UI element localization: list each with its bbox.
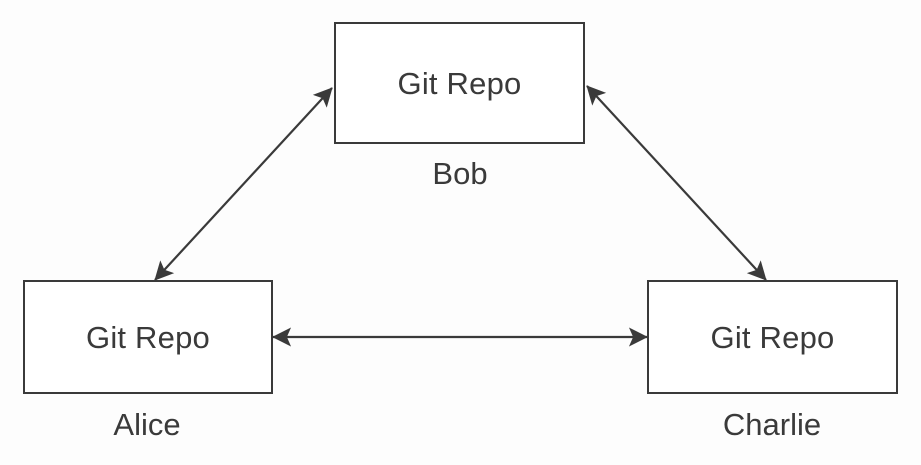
node-charlie[interactable]: Git Repo xyxy=(647,280,898,394)
node-bob-label: Git Repo xyxy=(397,65,522,101)
node-alice-caption: Alice xyxy=(113,407,181,442)
node-bob[interactable]: Git Repo xyxy=(334,22,585,144)
edge-bob-charlie xyxy=(586,85,767,281)
node-charlie-label: Git Repo xyxy=(710,319,835,355)
node-charlie-caption: Charlie xyxy=(722,407,822,442)
node-alice[interactable]: Git Repo xyxy=(23,280,273,394)
edge-alice-bob xyxy=(154,87,333,281)
node-bob-caption: Bob xyxy=(432,156,488,191)
node-alice-label: Git Repo xyxy=(86,319,210,355)
